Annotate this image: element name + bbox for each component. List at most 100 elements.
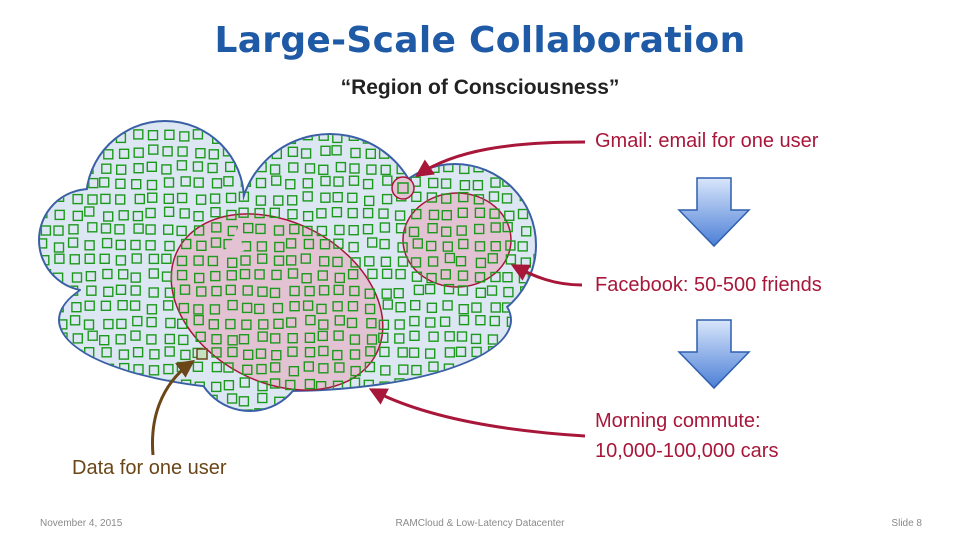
data-square [272,302,284,314]
data-square [145,224,156,235]
data-square [364,256,375,267]
data-square [351,392,362,403]
data-square [320,175,331,187]
data-square [101,130,113,142]
data-square [458,238,469,250]
data-square [394,333,405,344]
data-square [257,392,268,404]
data-square [426,240,437,252]
data-square [365,393,376,404]
data-square [176,255,188,267]
data-square [242,349,254,360]
data-square [180,349,191,361]
data-square [382,175,393,186]
data-square [88,393,99,404]
data-square [331,206,343,218]
data-square [86,362,97,373]
data-square [54,209,65,221]
data-square [241,319,252,330]
data-square [162,146,173,157]
data-square [395,222,407,234]
slide-subtitle: “Region of Consciousness” [340,76,620,99]
data-square [130,272,141,283]
data-square [53,287,64,298]
data-square [350,257,361,268]
data-square [398,364,409,375]
data-square [161,271,173,282]
facebook-label: Facebook: 50-500 friends [595,274,822,296]
data-square [114,194,126,205]
data-square [117,412,126,421]
data-square [505,365,517,377]
data-square [272,411,281,420]
data-square [164,333,176,345]
data-square [145,240,156,251]
data-square [334,272,345,284]
data-square [427,393,439,405]
data-square [211,361,223,373]
data-square [333,238,344,249]
data-square [287,195,298,206]
data-square [132,315,143,327]
data-square [40,176,51,187]
data-square [86,285,97,296]
data-square [394,144,405,155]
data-square [226,393,238,404]
data-square [254,269,265,280]
data-square [444,252,456,264]
data-square [334,224,345,236]
data-square [176,269,188,281]
data-square [472,179,484,191]
data-square [161,164,172,175]
data-square [55,376,67,388]
data-square [533,409,535,410]
data-square [238,396,250,407]
data-square [84,240,95,251]
data-square [537,192,546,201]
data-square [379,222,391,233]
data-square [239,268,251,280]
data-square [537,396,546,405]
data-square [474,207,486,219]
data-square [145,207,156,219]
data-square [164,287,176,298]
data-square [53,145,64,156]
data-square [287,268,299,279]
data-square [40,333,49,344]
data-square [456,331,468,342]
data-square [255,348,267,359]
data-square [193,225,205,236]
data-square [115,178,126,190]
data-square [412,238,423,249]
data-square [193,314,204,326]
data-square [223,362,234,373]
data-square [397,256,409,267]
data-square [271,175,282,186]
data-square [224,161,236,173]
data-square [273,195,284,206]
data-square [364,195,375,207]
data-square [163,206,175,218]
data-square [176,318,188,329]
data-square [181,396,192,407]
data-square [240,255,251,266]
data-square [196,395,207,407]
data-square [242,364,253,375]
data-square [537,161,546,170]
data-square [362,178,374,190]
data-square [490,302,501,313]
data-square [378,208,389,219]
data-square [474,409,486,410]
data-square [379,133,390,144]
data-square [349,349,361,360]
data-square [209,193,221,204]
data-square [426,302,438,313]
data-square [254,207,265,219]
data-square [269,207,280,219]
data-square [69,315,81,326]
data-square [394,319,405,330]
data-square [413,284,425,296]
data-square [164,240,175,252]
one-user-arrow [151,359,195,456]
